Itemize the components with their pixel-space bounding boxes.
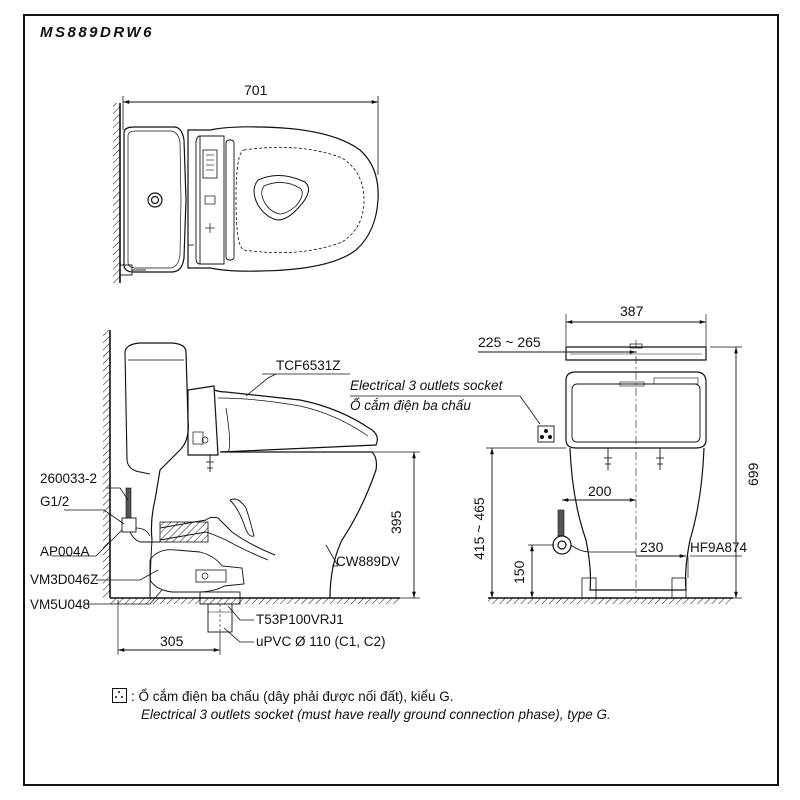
- label-ap004a: AP004A: [40, 544, 90, 559]
- label-vm3d046z: VM3D046Z: [30, 572, 98, 587]
- front-view: [478, 314, 742, 604]
- label-bowl: CW889DV: [336, 554, 400, 569]
- label-part-260033: 260033-2: [40, 471, 97, 486]
- label-hose: HF9A874: [690, 540, 748, 555]
- model-number: MS889DRW6: [40, 24, 154, 41]
- label-seat: TCF6531Z: [276, 358, 341, 373]
- dim-width-230: 230: [640, 539, 664, 555]
- label-g12: G1/2: [40, 494, 69, 509]
- label-socket-vi: Ổ cắm điện ba chấu: [350, 398, 471, 413]
- socket-icon: [112, 688, 127, 703]
- dim-height-415-465: 415 ~ 465: [471, 497, 487, 560]
- dim-rough-in: 225 ~ 265: [478, 334, 541, 350]
- dim-height-150: 150: [511, 560, 527, 584]
- note-line-1: : Ổ cắm điện ba chấu (dây phải được nối …: [131, 689, 454, 704]
- dim-width-200: 200: [588, 483, 612, 499]
- label-vm5u048: VM5U048: [30, 597, 90, 612]
- top-view: [113, 96, 379, 283]
- label-socket-en: Electrical 3 outlets socket: [350, 378, 504, 393]
- drawing-frame: [23, 14, 779, 786]
- dim-front-width: 387: [620, 303, 644, 319]
- side-view: [52, 330, 541, 655]
- note-line-2: Electrical 3 outlets socket (must have r…: [141, 707, 611, 722]
- dim-top-width: 701: [244, 82, 268, 98]
- label-flange: T53P100VRJ1: [256, 612, 344, 627]
- label-pipe: uPVC Ø 110 (C1, C2): [256, 634, 386, 649]
- socket-note: : Ổ cắm điện ba chấu (dây phải được nối …: [112, 688, 611, 724]
- dim-front-height: 699: [745, 462, 761, 486]
- dim-depth-305: 305: [160, 633, 184, 649]
- dim-height-395: 395: [388, 510, 404, 534]
